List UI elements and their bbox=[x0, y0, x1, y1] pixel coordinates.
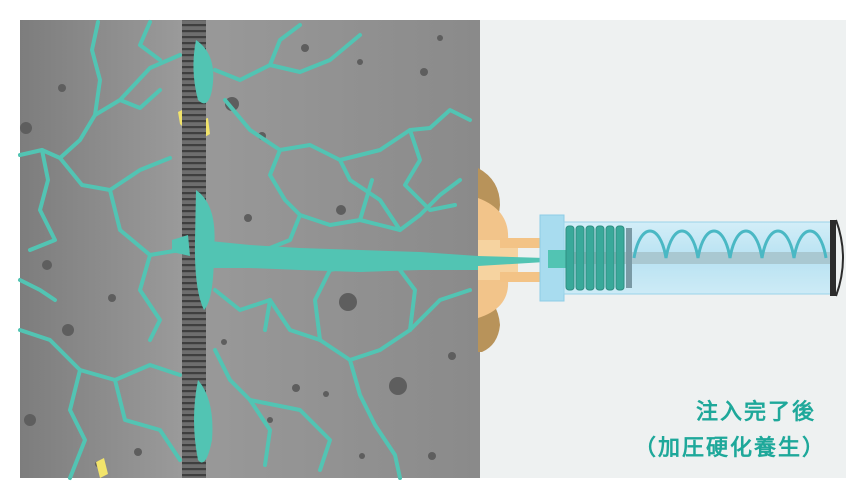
syringe bbox=[539, 214, 844, 302]
syringe-spring bbox=[632, 229, 828, 259]
injection-port bbox=[478, 238, 545, 282]
caption-line-1: 注入完了後 bbox=[695, 400, 816, 425]
seal-paste bbox=[478, 168, 509, 352]
caption-line-2: （加圧硬化養生） bbox=[633, 436, 826, 461]
piston-coil bbox=[565, 225, 625, 291]
main-crack-filled bbox=[200, 240, 478, 272]
resin-filled-cracks bbox=[18, 20, 472, 480]
aggregate-dots bbox=[20, 35, 456, 467]
resin-pockets bbox=[172, 40, 215, 463]
